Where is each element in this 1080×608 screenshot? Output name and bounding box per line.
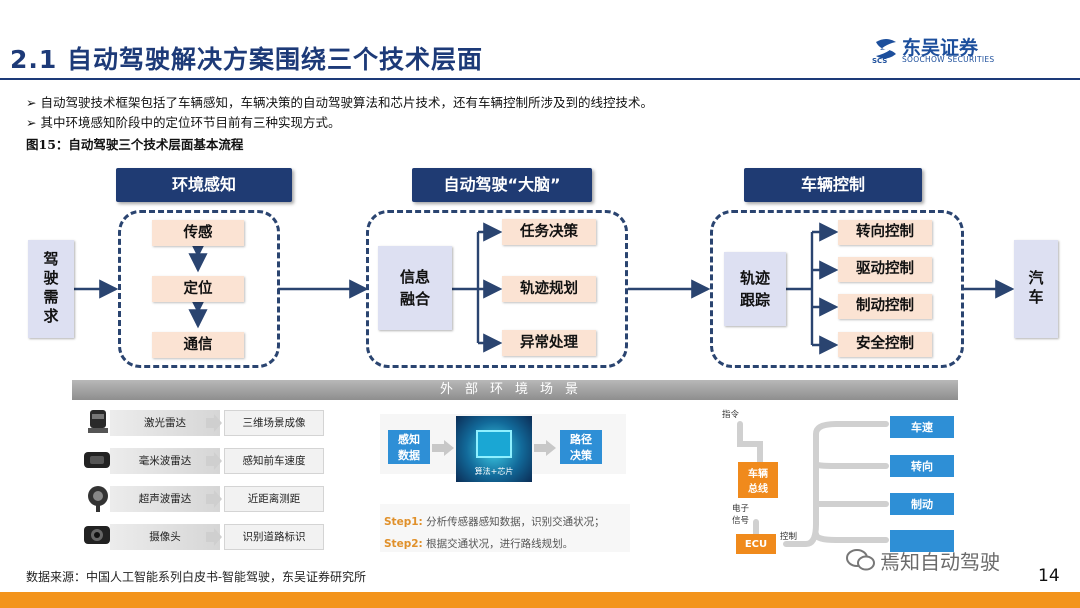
- control-item: 制动控制: [838, 294, 932, 319]
- step-1: Step1: 分析传感器感知数据，识别交通状况；: [384, 514, 605, 529]
- brain-item: 轨迹规划: [502, 276, 596, 302]
- page-title: 2.1 自动驾驶解决方案围绕三个技术层面: [10, 45, 483, 74]
- control-panel-lines: [737, 421, 889, 547]
- steps-bg: [380, 504, 630, 552]
- control-output: 转向: [890, 455, 954, 477]
- arrow-right-icon: [432, 440, 454, 456]
- bullet-text: 其中环境感知阶段中的定位环节目前有三种实现方式。: [40, 115, 341, 130]
- bullet-text: 自动驾驶技术框架包括了车辆感知，车辆决策的自动驾驶算法和芯片技术，还有车辆控制所…: [40, 95, 653, 110]
- perception-item: 通信: [152, 332, 244, 358]
- step-text: 根据交通状况，进行路线规划。: [426, 538, 574, 550]
- brain-panel: 感知数据 算法+芯片 路径决策 Step1: 分析传感器感知数据，识别交通状况；…: [374, 406, 630, 552]
- logo-mark: SCS: [872, 57, 888, 65]
- soochow-logo-icon: [876, 39, 896, 59]
- brain-hub-label: 信息融合: [399, 268, 430, 308]
- input-label: 驾驶需求: [41, 251, 60, 327]
- title-divider: [0, 78, 1080, 80]
- arrow-right-icon: [206, 528, 222, 546]
- sensor-name: 激光雷达: [110, 410, 220, 436]
- vehicle-bus-label: 车辆总线: [748, 469, 768, 495]
- step-2: Step2: 根据交通状况，进行路线规划。: [384, 536, 573, 551]
- bullet-2: ➢ 其中环境感知阶段中的定位环节目前有三种实现方式。: [26, 112, 340, 131]
- chip-icon: [476, 430, 512, 458]
- wechat-icon: [846, 549, 875, 571]
- sensor-name: 摄像头: [110, 524, 220, 550]
- camera-icon: [84, 526, 110, 544]
- perception-item: 传感: [152, 220, 244, 246]
- stage-header-control: 车辆控制: [744, 168, 922, 202]
- bullet-marker: ➢: [26, 95, 37, 110]
- control-label: 控制: [780, 532, 798, 542]
- sensor-name: 毫米波雷达: [110, 448, 220, 474]
- control-item: 转向控制: [838, 220, 932, 245]
- brain-item: 异常处理: [502, 330, 596, 356]
- command-label: 指令: [722, 410, 740, 420]
- vehicle-bus-box: 车辆总线: [738, 462, 778, 498]
- arrow-right-icon: [206, 490, 222, 508]
- control-hub: 轨迹跟踪: [724, 252, 786, 326]
- step-label: Step2:: [384, 538, 423, 550]
- input-box: 驾驶需求: [28, 240, 74, 338]
- control-output: 车速: [890, 416, 954, 438]
- sensor-output: 近距离测距: [224, 486, 324, 512]
- sensor-output: 识别道路标识: [224, 524, 324, 550]
- control-hub-label: 轨迹跟踪: [739, 269, 770, 309]
- watermark: 焉知自动驾驶: [880, 550, 1000, 574]
- control-output: 制动: [890, 493, 954, 515]
- control-output-partial: [890, 530, 954, 552]
- brain-input-box: 感知数据: [388, 430, 430, 464]
- source-note: 数据来源：中国人工智能系列白皮书-智能驾驶，东吴证券研究所: [26, 570, 367, 584]
- output-box: 汽车: [1014, 240, 1058, 338]
- lidar-icon: [88, 410, 108, 433]
- brain-input-label: 感知数据: [398, 433, 420, 462]
- arrow-right-icon: [534, 440, 556, 456]
- step-label: Step1:: [384, 516, 423, 528]
- control-item: 安全控制: [838, 332, 932, 357]
- arrow-right-icon: [206, 414, 222, 432]
- sensor-panel: 激光雷达 三维场景成像 毫米波雷达 感知前车速度 超声波雷达 近距离测距 摄像头…: [80, 406, 324, 552]
- ultrasonic-radar-icon: [88, 486, 108, 512]
- chip-label: 算法+芯片: [474, 467, 514, 476]
- stage-frame-brain: [366, 210, 628, 368]
- stage-header-perception: 环境感知: [116, 168, 292, 202]
- arrow-right-icon: [206, 452, 222, 470]
- step-text: 分析传感器感知数据，识别交通状况；: [426, 516, 605, 528]
- flow-connectors: [74, 222, 1015, 355]
- ecu-box: ECU: [736, 534, 776, 554]
- footer-bar: [0, 592, 1080, 608]
- mmwave-radar-icon: [84, 452, 110, 468]
- sensor-name: 超声波雷达: [110, 486, 220, 512]
- bullet-marker: ➢: [26, 115, 37, 130]
- bullet-1: ➢ 自动驾驶技术框架包括了车辆感知，车辆决策的自动驾驶算法和芯片技术，还有车辆控…: [26, 92, 653, 111]
- control-item: 驱动控制: [838, 257, 932, 282]
- logo-name: 东吴证券: [902, 37, 979, 59]
- stage-frame-control: [710, 210, 964, 368]
- sensor-output: 三维场景成像: [224, 410, 324, 436]
- environment-bar: 外部环境场景: [72, 380, 958, 400]
- signal-label: 电子信号: [732, 504, 750, 526]
- brain-item: 任务决策: [502, 219, 596, 245]
- figure-caption: 图15：自动驾驶三个技术层面基本流程: [26, 137, 244, 152]
- logo-subtitle: SOOCHOW SECURITIES: [902, 55, 995, 64]
- stage-header-brain: 自动驾驶“大脑”: [412, 168, 592, 202]
- page-number: 14: [1038, 566, 1060, 586]
- perception-item: 定位: [152, 276, 244, 302]
- output-label: 汽车: [1026, 270, 1045, 308]
- stage-frame-perception: [118, 210, 280, 368]
- sensor-output: 感知前车速度: [224, 448, 324, 474]
- brain-output-box: 路径决策: [560, 430, 602, 464]
- chip-graphic: 算法+芯片: [456, 416, 532, 482]
- brain-hub: 信息融合: [378, 246, 452, 330]
- brain-output-label: 路径决策: [570, 433, 592, 462]
